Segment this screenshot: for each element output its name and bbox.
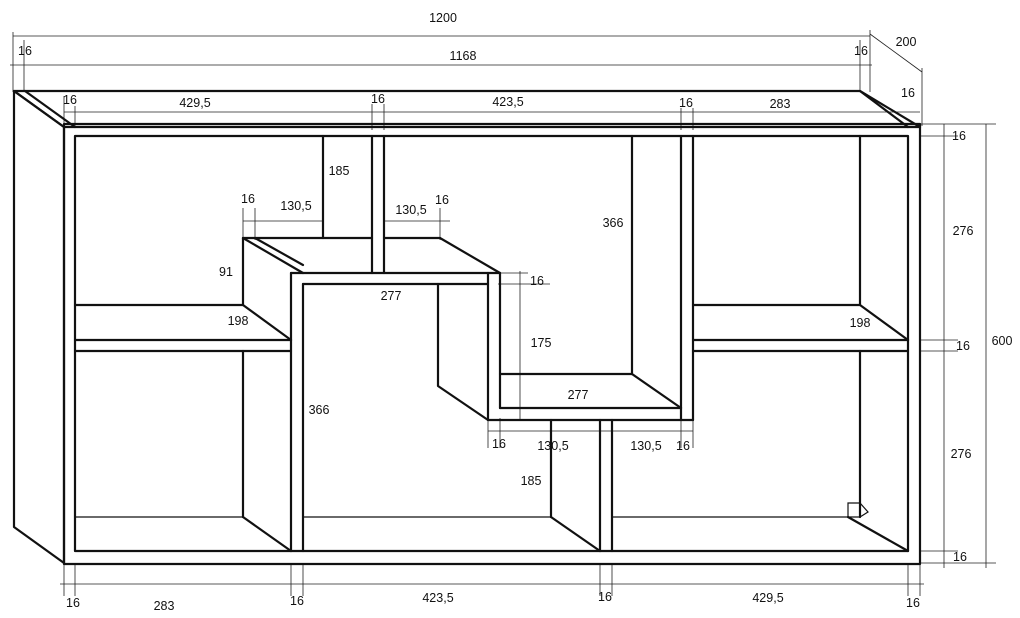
label-under-shelf-1: 130,5 <box>537 439 568 453</box>
label-left-tall-h: 366 <box>309 403 330 417</box>
label-lower-box-h: 175 <box>531 336 552 350</box>
label-lower-center-h: 185 <box>521 474 542 488</box>
label-bottom-bay-1: 283 <box>154 599 175 613</box>
label-upper-right-shelf: 130,5 <box>395 203 426 217</box>
label-right-upper-h: 276 <box>953 224 974 238</box>
label-box-h-left: 91 <box>219 265 233 279</box>
label-under-t1: 16 <box>492 437 506 451</box>
label-side-top-left: 16 <box>18 44 32 58</box>
label-bottom-bay-3: 429,5 <box>752 591 783 605</box>
label-bottom-t4: 16 <box>906 596 920 610</box>
label-bottom-t2: 16 <box>290 594 304 608</box>
label-depth: 200 <box>896 35 917 49</box>
label-bottom-t3: 16 <box>598 590 612 604</box>
label-top-right-bay: 283 <box>770 97 791 111</box>
label-top-div-2: 16 <box>371 92 385 106</box>
label-depth-side: 16 <box>901 86 915 100</box>
shelf-outline <box>12 89 922 566</box>
label-under-shelf-2: 130,5 <box>630 439 661 453</box>
label-right-lower-h: 276 <box>951 447 972 461</box>
label-upper-right-div: 16 <box>435 193 449 207</box>
label-right-mid-t: 16 <box>956 339 970 353</box>
dimension-lines <box>10 30 996 596</box>
label-top-mid-bay: 423,5 <box>492 95 523 109</box>
label-shelf-depth-left: 198 <box>228 314 249 328</box>
label-center-shelf-t: 16 <box>530 274 544 288</box>
label-shelf-depth-right: 198 <box>850 316 871 330</box>
label-right-top-t: 16 <box>952 129 966 143</box>
label-overall-width: 1200 <box>429 11 457 25</box>
label-top-div-1: 16 <box>63 93 77 107</box>
label-under-t2: 16 <box>676 439 690 453</box>
dimension-labels: 1200 1168 200 16 16 16 16 429,5 16 423,5… <box>18 11 1012 613</box>
label-lower-shelf: 277 <box>568 388 589 402</box>
label-upper-left-shelf: 130,5 <box>280 199 311 213</box>
label-side-top-right: 16 <box>854 44 868 58</box>
label-bottom-t1: 16 <box>66 596 80 610</box>
label-top-div-3: 16 <box>679 96 693 110</box>
label-top-left-bay: 429,5 <box>179 96 210 110</box>
label-right-tall-h: 366 <box>603 216 624 230</box>
label-bottom-bay-2: 423,5 <box>422 591 453 605</box>
label-upper-left-div: 16 <box>241 192 255 206</box>
label-upper-center-h: 185 <box>329 164 350 178</box>
label-overall-height: 600 <box>992 334 1013 348</box>
label-right-bottom-t: 16 <box>953 550 967 564</box>
label-inner-width: 1168 <box>450 49 477 63</box>
label-center-shelf: 277 <box>381 289 402 303</box>
